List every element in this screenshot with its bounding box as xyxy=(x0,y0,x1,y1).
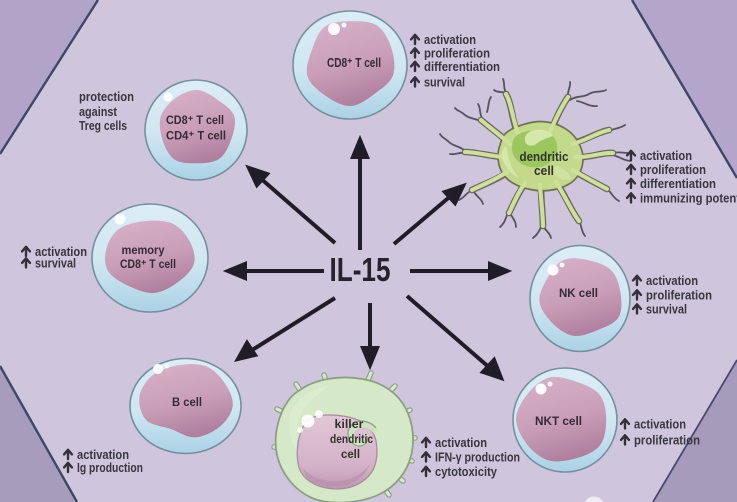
svg-text:activation: activation xyxy=(646,273,698,288)
svg-text:protection: protection xyxy=(79,89,134,104)
svg-text:NK cell: NK cell xyxy=(559,286,598,300)
svg-text:differentiation: differentiation xyxy=(640,176,716,191)
svg-text:memory: memory xyxy=(122,245,166,257)
svg-text:activation: activation xyxy=(435,435,487,450)
svg-text:CD8⁺ T cell: CD8⁺ T cell xyxy=(166,115,224,127)
svg-text:proliferation: proliferation xyxy=(646,288,712,303)
svg-text:survival: survival xyxy=(35,256,76,271)
svg-text:survival: survival xyxy=(646,302,687,317)
svg-text:CD4⁺ T cell: CD4⁺ T cell xyxy=(166,131,226,143)
svg-text:dendritic: dendritic xyxy=(330,432,373,446)
svg-text:differentiation: differentiation xyxy=(424,59,500,74)
svg-text:IFN-γ production: IFN-γ production xyxy=(435,450,520,465)
svg-text:cytotoxicity: cytotoxicity xyxy=(435,464,498,479)
svg-text:proliferation: proliferation xyxy=(640,162,706,177)
svg-text:activation: activation xyxy=(35,244,87,259)
svg-text:cell: cell xyxy=(341,447,360,461)
svg-text:survival: survival xyxy=(424,75,465,90)
svg-text:proliferation: proliferation xyxy=(634,433,700,448)
svg-text:Ig production: Ig production xyxy=(77,460,143,475)
svg-text:against: against xyxy=(79,104,118,119)
svg-text:CD8⁺ T cell: CD8⁺ T cell xyxy=(327,56,381,70)
svg-text:CD8⁺ T cell: CD8⁺ T cell xyxy=(120,259,176,271)
svg-text:NKT cell: NKT cell xyxy=(535,414,582,428)
svg-text:activation: activation xyxy=(77,447,129,462)
svg-text:activation: activation xyxy=(424,32,476,47)
svg-text:activation: activation xyxy=(640,148,692,163)
svg-text:killer: killer xyxy=(335,417,364,431)
svg-text:proliferation: proliferation xyxy=(424,46,490,61)
svg-text:dendritic: dendritic xyxy=(520,150,569,164)
svg-text:immunizing potent: immunizing potent xyxy=(640,191,737,206)
svg-text:cell: cell xyxy=(534,164,554,178)
svg-text:IL-15: IL-15 xyxy=(330,251,391,288)
svg-text:activation: activation xyxy=(634,417,686,432)
svg-text:Treg cells: Treg cells xyxy=(79,118,127,133)
svg-text:B cell: B cell xyxy=(172,395,202,409)
